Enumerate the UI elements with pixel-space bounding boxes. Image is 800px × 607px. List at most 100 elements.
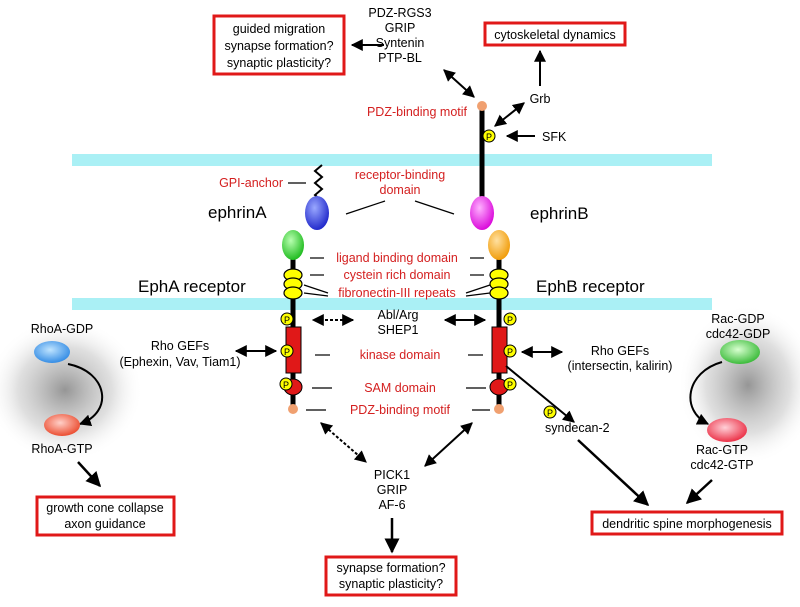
rho-gefs-right-line-1: Rho GEFs xyxy=(591,344,649,358)
guided-box-line-1: guided migration xyxy=(233,22,325,36)
rhoa-cycle-arrow xyxy=(67,363,104,427)
epha-phospho-1 xyxy=(280,312,294,326)
epha-phospho-2 xyxy=(280,344,294,358)
abl-arg-label: Abl/Arg xyxy=(378,308,419,322)
synapse-box-line-1: synapse formation? xyxy=(336,561,445,575)
rho-gefs-left-line-2: (Ephexin, Vav, Tiam1) xyxy=(119,355,240,369)
lower-membrane xyxy=(72,298,712,310)
fn-leader-right-2 xyxy=(465,292,491,297)
upper-membrane xyxy=(72,154,712,166)
guided-box-line-3: synaptic plasticity? xyxy=(227,56,331,70)
arrow-ligands-pdz xyxy=(443,69,475,98)
grb-label: Grb xyxy=(530,92,551,106)
ephb-phospho-1-label: P xyxy=(507,315,513,325)
dendritic-spine-label: dendritic spine morphogenesis xyxy=(602,517,772,531)
fn-leader-left-2 xyxy=(303,292,329,297)
ephrinb-phospho xyxy=(482,129,496,143)
fibronectin-repeats-label: fibronectin-III repeats xyxy=(338,286,455,300)
rbd-leader-left xyxy=(345,200,386,215)
ephrinb-label: ephrinB xyxy=(530,204,589,223)
rac-gdp-shape xyxy=(720,340,760,364)
sam-domain-label: SAM domain xyxy=(364,381,436,395)
pdz-ligand-1: PDZ-RGS3 xyxy=(368,6,431,20)
epha-pdz-dot xyxy=(288,404,298,414)
rac-gdp-line-1: Rac-GDP xyxy=(711,312,764,326)
rbd-line-1: receptor-binding xyxy=(355,168,445,182)
dendritic-spine-box xyxy=(590,510,784,536)
epha-fn3-2 xyxy=(283,286,303,300)
gpi-anchor-label: GPI-anchor xyxy=(219,176,283,190)
ephrina-label: ephrinA xyxy=(208,203,267,222)
pdz-motif-top-label: PDZ-binding motif xyxy=(367,105,468,119)
ephb-phospho-2-label: P xyxy=(507,347,513,357)
rhoa-gtp-shape xyxy=(44,414,80,436)
rbd-line-2: domain xyxy=(380,183,421,197)
ephb-ligand-binding xyxy=(488,230,510,260)
guided-box-line-2: synapse formation? xyxy=(224,39,333,53)
ephb-receptor-label: EphB receptor xyxy=(536,277,645,296)
gpi-anchor-zigzag xyxy=(313,164,324,201)
arrow-rhoa-growth xyxy=(77,461,102,488)
arrow-epha-pick xyxy=(320,422,367,463)
arrow-ephb-syndecan xyxy=(505,365,575,423)
shep1-label: SHEP1 xyxy=(378,323,419,337)
arrow-rac-dendritic xyxy=(685,479,713,505)
synapse-box-line-2: synaptic plasticity? xyxy=(339,577,443,591)
rac-cycle-arrow xyxy=(689,361,723,425)
grip-bottom-label: GRIP xyxy=(377,483,408,497)
epha-receptor-label: EphA receptor xyxy=(138,277,246,296)
arrow-grb-p xyxy=(494,102,525,127)
left-shadow xyxy=(0,318,143,462)
epha-phospho-1-label: P xyxy=(284,315,290,325)
fn-leader-right-1 xyxy=(465,284,491,294)
synapse-box xyxy=(324,555,458,597)
syndecan-phospho-label: P xyxy=(547,408,553,418)
ephb-fn3-2 xyxy=(489,286,509,300)
ephrinb-pdz-dot xyxy=(477,101,487,111)
epha-phospho-3 xyxy=(279,377,293,391)
cytoskeletal-box xyxy=(483,21,627,47)
epha-ligand-binding xyxy=(282,230,304,260)
ligand-binding-domain-label: ligand binding domain xyxy=(336,251,458,265)
pdz-motif-bottom-label: PDZ-binding motif xyxy=(350,403,451,417)
rho-gefs-left-line-1: Rho GEFs xyxy=(151,339,209,353)
rhoa-gdp-label: RhoA-GDP xyxy=(31,322,94,336)
epha-phospho-2-label: P xyxy=(284,347,290,357)
arrow-syndecan-dendritic xyxy=(577,439,650,507)
rhoa-gdp-shape xyxy=(34,341,70,363)
cytoskeletal-label: cytoskeletal dynamics xyxy=(494,28,616,42)
pdz-ligand-3: Syntenin xyxy=(376,36,425,50)
ephb-phospho-3-label: P xyxy=(507,380,513,390)
guided-migration-box xyxy=(212,14,346,76)
rbd-leader-right xyxy=(414,200,455,215)
rac-gtp-line-2: cdc42-GTP xyxy=(690,458,753,472)
ephb-phospho-3 xyxy=(503,377,517,391)
pdz-ligand-4: PTP-BL xyxy=(378,51,422,65)
kinase-domain-label: kinase domain xyxy=(360,348,441,362)
rac-gdp-line-2: cdc42-GDP xyxy=(706,327,771,341)
sfk-label: SFK xyxy=(542,130,567,144)
growth-box-line-1: growth cone collapse xyxy=(46,501,163,515)
pdz-ligand-2: GRIP xyxy=(385,21,416,35)
growth-cone-box xyxy=(35,495,176,537)
ephrinb-phospho-label: P xyxy=(486,132,492,142)
ephrinb-domain xyxy=(470,196,494,230)
pick1-label: PICK1 xyxy=(374,468,410,482)
rhoa-gtp-label: RhoA-GTP xyxy=(31,442,92,456)
rac-gtp-shape xyxy=(707,418,747,442)
arrow-pick-ephb xyxy=(424,422,473,467)
af6-label: AF-6 xyxy=(378,498,405,512)
epha-phospho-3-label: P xyxy=(283,380,289,390)
ephb-phospho-2 xyxy=(503,344,517,358)
fn-leader-left-1 xyxy=(303,284,329,294)
syndecan-phospho xyxy=(543,405,557,419)
syndecan-label: syndecan-2 xyxy=(545,421,610,435)
growth-box-line-2: axon guidance xyxy=(64,517,145,531)
right-shadow xyxy=(678,305,800,465)
rho-gefs-right-line-2: (intersectin, kalirin) xyxy=(568,359,673,373)
ephrina-domain xyxy=(305,196,329,230)
ephb-pdz-dot xyxy=(494,404,504,414)
rac-gtp-line-1: Rac-GTP xyxy=(696,443,748,457)
